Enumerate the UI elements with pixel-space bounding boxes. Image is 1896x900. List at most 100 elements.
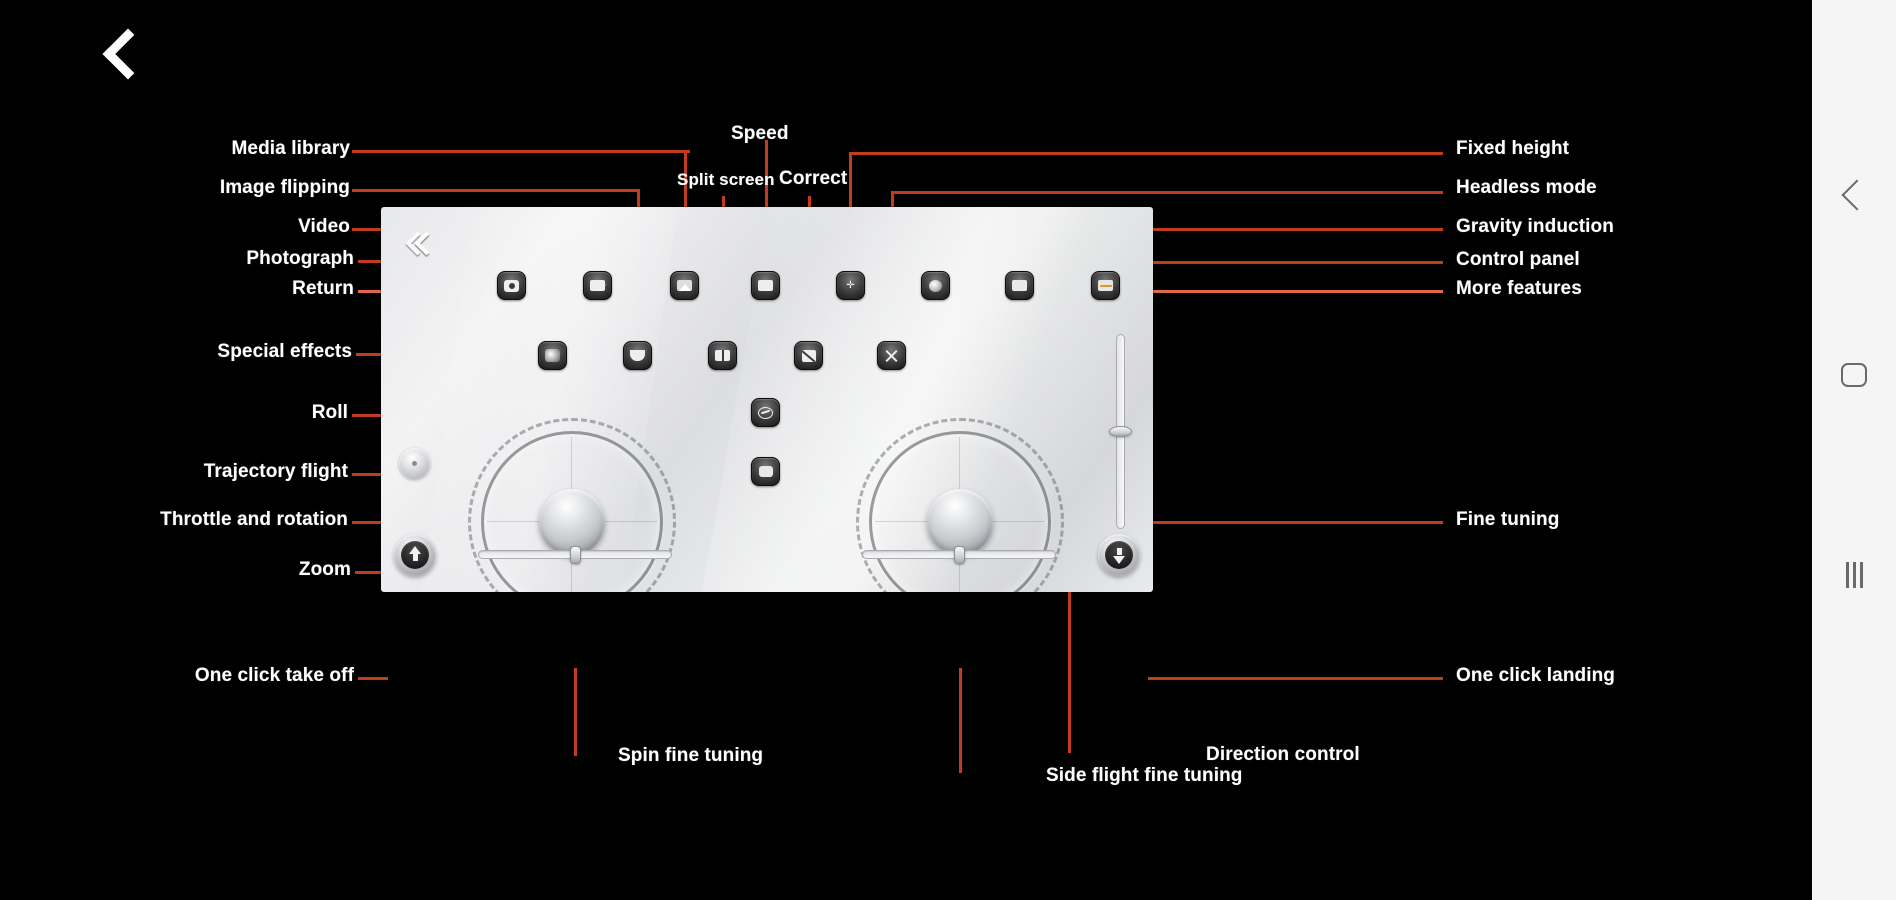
speed-button[interactable] [751, 271, 780, 300]
zoom-knob[interactable] [399, 448, 430, 479]
stick-dashed-ring [856, 418, 1064, 592]
app-canvas: ✛ [0, 0, 1812, 900]
annotation-side-flight-fine-tuning: Side flight fine tuning [1046, 765, 1243, 786]
special-effects-button[interactable] [538, 341, 567, 370]
panel-back-button[interactable] [405, 223, 449, 267]
gravity-induction-button[interactable] [921, 271, 950, 300]
chevron-left-icon [1840, 179, 1873, 211]
one-click-take-off-button[interactable] [394, 534, 436, 576]
leader-takeoff-h [358, 677, 388, 680]
photograph-button[interactable] [497, 271, 526, 300]
annotation-more-features: More features [1456, 278, 1582, 299]
image-flipping-button[interactable] [623, 341, 652, 370]
annotation-spin-fine-tuning: Spin fine tuning [618, 745, 764, 766]
leader-spin-trim-v [574, 668, 577, 756]
roll-icon [758, 406, 774, 420]
correct-icon [801, 349, 817, 363]
fixed-height-button[interactable]: ✛ [836, 271, 865, 300]
annotation-fixed-height: Fixed height [1456, 138, 1570, 159]
nav-back-button[interactable] [1812, 165, 1896, 225]
one-click-landing-button[interactable] [1098, 534, 1140, 576]
fine-tuning-slider[interactable] [1109, 334, 1132, 529]
slider-thumb[interactable] [953, 546, 965, 564]
leader-zoom-h [355, 571, 393, 574]
side-flight-fine-tuning-slider[interactable] [862, 546, 1056, 564]
annotation-photograph: Photograph [246, 248, 354, 269]
app-back-button[interactable] [96, 22, 158, 92]
leader-control-panel-h [1019, 261, 1443, 264]
camera-icon [504, 279, 520, 293]
direction-control-stick[interactable] [856, 418, 1064, 592]
control-panel-icon [1012, 279, 1028, 293]
control-panel-button[interactable] [1005, 271, 1034, 300]
annotation-split-screen: Split screen [677, 170, 775, 189]
takeoff-icon [401, 541, 429, 569]
more-features-icon [1098, 279, 1114, 293]
headless-mode-button[interactable] [877, 341, 906, 370]
annotation-direction-control: Direction control [1206, 744, 1360, 765]
stick-outer-ring [481, 431, 663, 592]
stick-knob[interactable] [927, 489, 993, 555]
leader-gravity-h [934, 228, 1443, 231]
trajectory-flight-icon [758, 465, 774, 479]
annotation-gravity-induction: Gravity induction [1456, 216, 1614, 237]
annotation-zoom: Zoom [298, 559, 351, 580]
annotation-speed: Speed [731, 123, 789, 144]
roll-button[interactable] [751, 398, 780, 427]
annotation-one-click-take-off: One click take off [194, 665, 354, 686]
leader-fixed-height-h [849, 152, 1443, 155]
video-button[interactable] [583, 271, 612, 300]
annotation-special-effects: Special effects [217, 341, 352, 362]
leader-direction-v [1068, 521, 1071, 753]
fixed-height-icon: ✛ [846, 279, 855, 291]
special-effects-icon [545, 349, 561, 363]
landing-icon [1105, 541, 1133, 569]
annotation-trajectory-flight: Trajectory flight [203, 461, 348, 482]
split-screen-button[interactable] [708, 341, 737, 370]
nav-home-button[interactable] [1812, 345, 1896, 405]
trajectory-flight-button[interactable] [751, 457, 780, 486]
annotation-video: Video [298, 216, 350, 237]
annotation-one-click-landing: One click landing [1456, 665, 1616, 686]
annotation-throttle-and-rotation: Throttle and rotation [160, 509, 348, 530]
annotation-fine-tuning: Fine tuning [1456, 509, 1560, 530]
annotation-return: Return [292, 278, 354, 299]
video-icon [590, 279, 606, 293]
slider-thumb[interactable] [1109, 426, 1132, 437]
leader-media-library-h [352, 150, 690, 153]
leader-image-flipping-h [352, 189, 640, 192]
annotation-image-flipping: Image flipping [219, 177, 350, 198]
media-library-button[interactable] [670, 271, 699, 300]
image-flip-icon [630, 349, 646, 363]
annotation-media-library: Media library [231, 138, 350, 159]
stick-dashed-ring [468, 418, 676, 592]
speed-icon [758, 279, 774, 293]
leader-side-trim-v [959, 668, 962, 773]
remote-control-panel: ✛ [381, 207, 1153, 592]
throttle-and-rotation-stick[interactable] [468, 418, 676, 592]
gravity-induction-icon [928, 279, 944, 293]
leader-headless-h [891, 191, 1443, 194]
leader-fine-tuning-h [1136, 521, 1443, 524]
media-library-icon [677, 279, 693, 293]
android-navigation-bar [1812, 0, 1896, 900]
annotation-control-panel: Control panel [1456, 249, 1580, 270]
recents-bars-icon [1845, 562, 1863, 588]
nav-recents-button[interactable] [1812, 545, 1896, 605]
headless-mode-icon [884, 349, 900, 363]
annotation-headless-mode: Headless mode [1456, 177, 1597, 198]
leader-landing-h [1148, 677, 1443, 680]
annotation-correct: Correct [779, 168, 848, 189]
split-screen-icon [715, 349, 731, 363]
spin-fine-tuning-slider[interactable] [478, 546, 672, 564]
leader-more-features-h [1120, 290, 1443, 293]
home-square-icon [1841, 363, 1867, 387]
slider-thumb[interactable] [569, 546, 581, 564]
stick-outer-ring [869, 431, 1051, 592]
correct-button[interactable] [794, 341, 823, 370]
chevron-left-icon [102, 28, 154, 80]
zoom-knob-dot [412, 461, 417, 466]
stick-knob[interactable] [539, 489, 605, 555]
more-features-button[interactable] [1091, 271, 1120, 300]
